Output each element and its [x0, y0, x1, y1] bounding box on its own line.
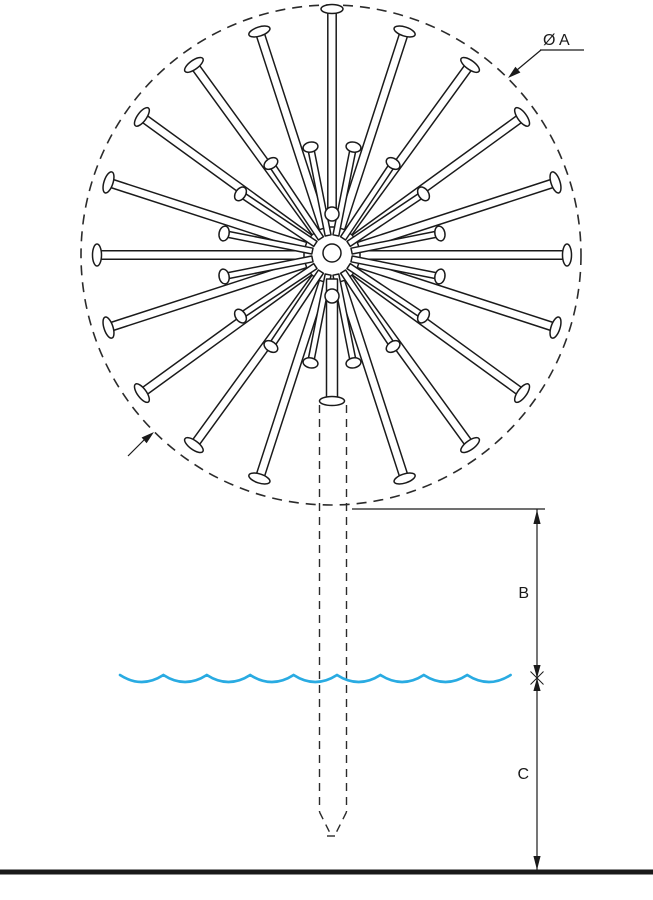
diameter-label: Ø A	[543, 32, 570, 49]
diameter-leader-line	[516, 49, 542, 71]
dimension-lines: B C	[352, 508, 545, 870]
spray-tube-tip	[513, 383, 531, 404]
spray-tube-tip	[460, 436, 481, 454]
spray-tube-tip	[416, 186, 431, 202]
spray-tube-tip	[233, 186, 248, 202]
spray-tube-tip	[183, 56, 204, 74]
spray-tubes	[91, 3, 573, 485]
spray-tube	[327, 8, 337, 228]
spray-tube-tip	[233, 308, 248, 324]
spray-tube-tip	[248, 25, 271, 38]
spray-tube-tip	[102, 316, 115, 339]
water-line	[118, 673, 512, 684]
spray-tube-tip	[320, 3, 344, 15]
spray-tube-tip	[549, 316, 562, 339]
spray-tube-tip	[263, 339, 279, 354]
dimension-c-label: C	[517, 766, 529, 783]
spray-tube-tip	[248, 472, 271, 485]
spray-tube-tip	[218, 268, 230, 285]
spray-tube-tip	[102, 171, 115, 194]
spray-tube-tip	[183, 436, 204, 454]
spray-tube	[359, 250, 568, 260]
spray-tube-tip	[218, 225, 230, 242]
spray-tube-tip	[434, 268, 446, 285]
spray-tube-tip	[133, 383, 151, 404]
hub-sphere	[324, 206, 340, 222]
spray-tube-tip	[91, 243, 103, 267]
arrow-down-icon	[533, 856, 541, 870]
diameter-callout: Ø A	[127, 32, 584, 457]
waterline-tick-icon	[530, 665, 544, 691]
hub-spheres	[322, 206, 342, 304]
hub-sphere	[324, 288, 340, 304]
dimension-b-label: B	[518, 585, 529, 602]
hub-sphere	[322, 243, 342, 263]
arrow-up-icon	[533, 510, 541, 524]
riser-pipe	[318, 405, 348, 837]
spray-tube-tip	[513, 106, 531, 127]
pipe-tip-right	[334, 811, 348, 835]
diameter-arrow-bottom-icon	[141, 432, 154, 444]
spray-tube-tip	[133, 106, 151, 127]
spray-tube	[96, 250, 305, 260]
spray-tube-tip	[385, 339, 401, 354]
spray-tube-tip	[345, 141, 362, 153]
spray-tube-tip	[263, 156, 279, 171]
pipe-tip-left	[318, 811, 332, 835]
spray-tube-tip	[302, 141, 319, 153]
spray-tube-tip	[318, 395, 346, 407]
spray-tube-tip	[345, 357, 362, 369]
spray-tube-tip	[549, 171, 562, 194]
spray-tube-tip	[393, 25, 416, 38]
spray-tube-tip	[416, 308, 431, 324]
spray-tube-tip	[561, 243, 573, 267]
diameter-arrow-top-icon	[508, 66, 521, 78]
spray-tube-tip	[460, 56, 481, 74]
spray-tube-tip	[385, 156, 401, 171]
diameter-leader-line-bottom	[127, 439, 145, 457]
spray-tube-tip	[393, 472, 416, 485]
spray-tube-tip	[434, 225, 446, 242]
spray-tube-tip	[302, 357, 319, 369]
